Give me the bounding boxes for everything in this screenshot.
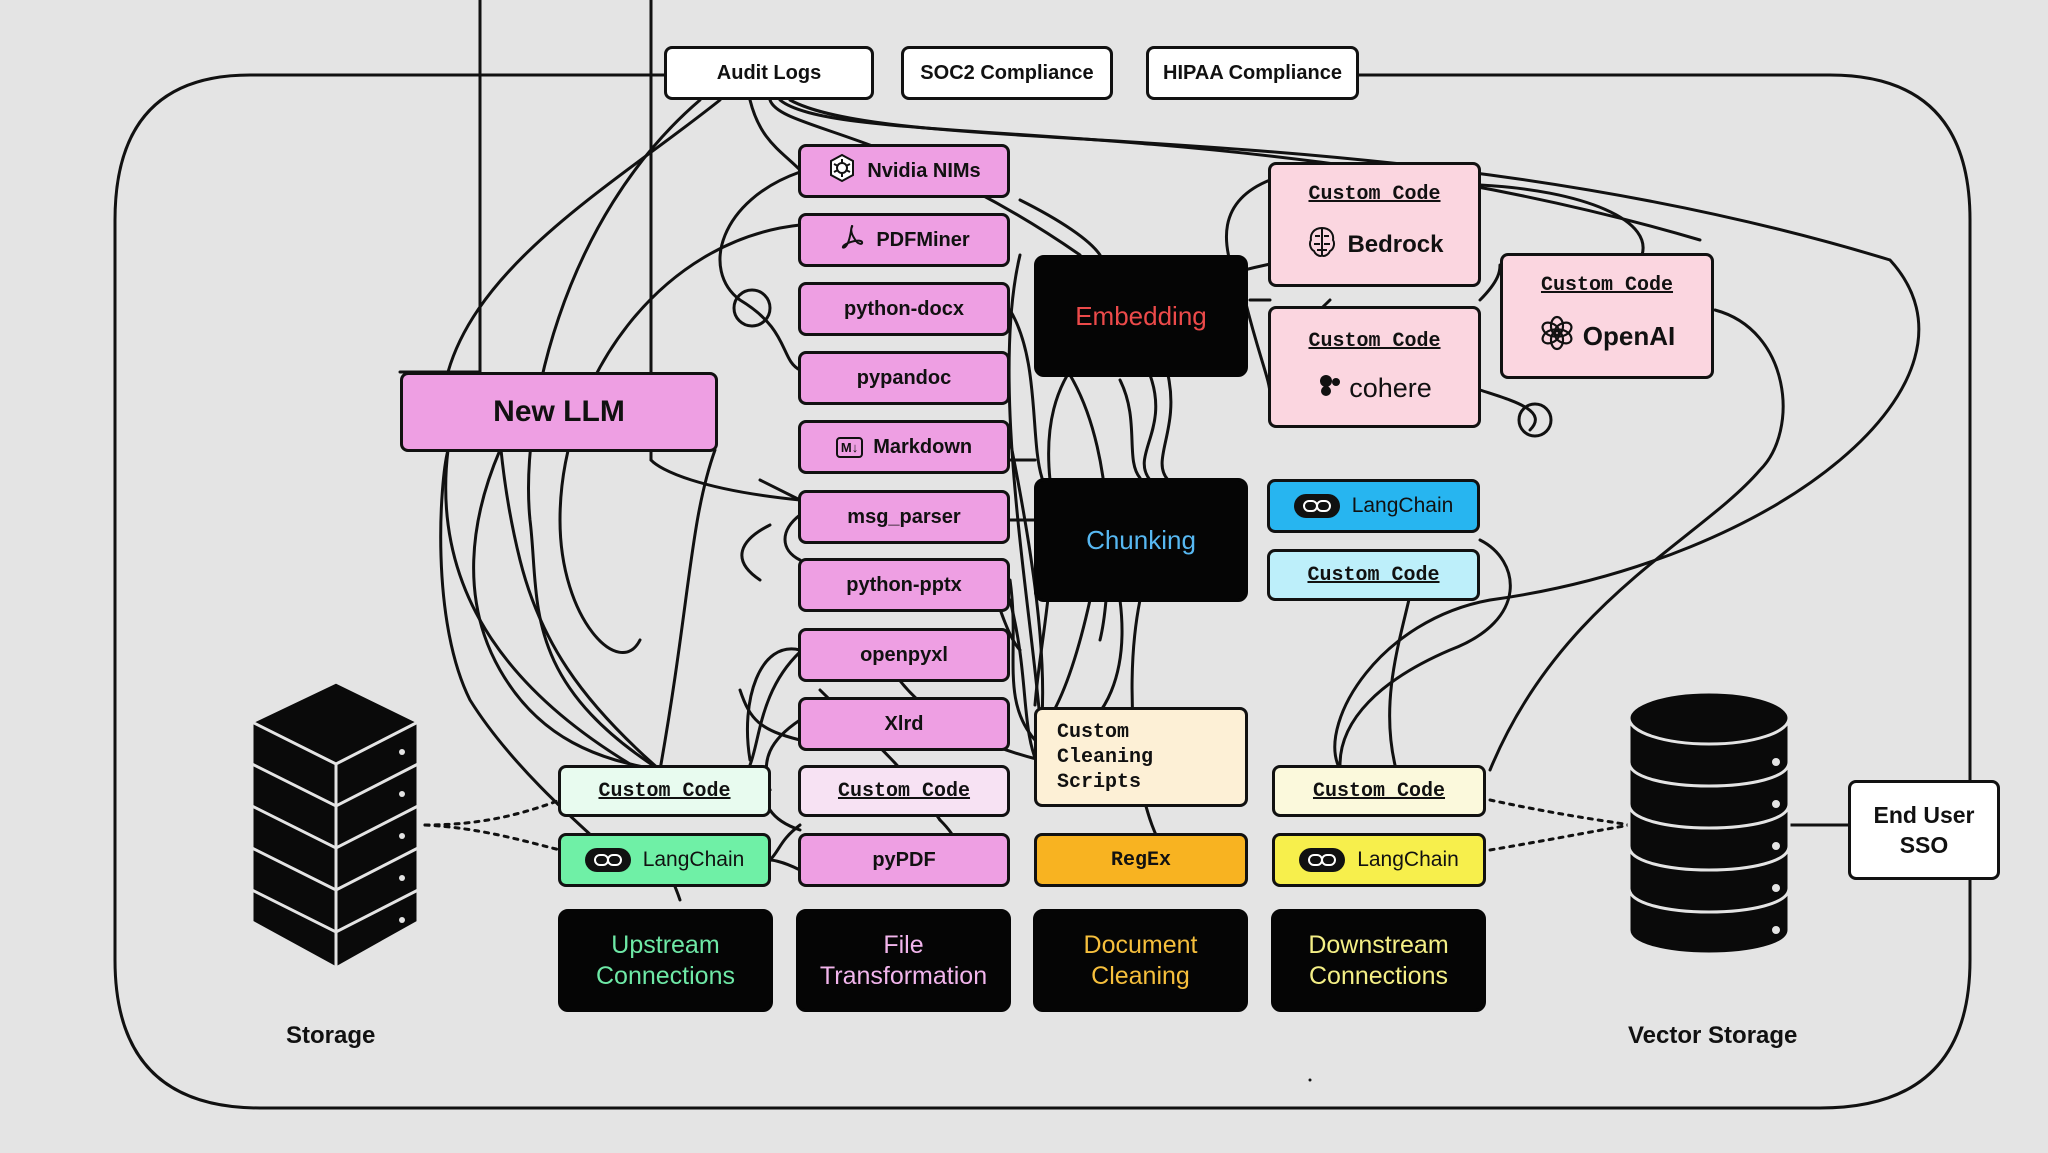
database-icon xyxy=(1627,690,1791,956)
msg-parser-box: msg_parser xyxy=(798,490,1010,544)
langchain-icon xyxy=(584,848,631,872)
markdown-box: M↓ Markdown xyxy=(798,420,1010,474)
bedrock-custom-code: Custom Code xyxy=(1308,183,1441,207)
downstream-langchain-label: LangChain xyxy=(1357,848,1459,871)
category-downstream-connections: Downstream Connections xyxy=(1271,909,1486,1012)
bedrock-label: Bedrock xyxy=(1347,231,1444,259)
python-docx-box: python-docx xyxy=(798,282,1010,336)
chunking-custom-code-box: Custom Code xyxy=(1267,549,1480,601)
langchain-icon xyxy=(1293,494,1340,518)
downstream-langchain-box: LangChain xyxy=(1272,833,1486,887)
bedrock-brand: Bedrock xyxy=(1305,225,1444,266)
openai-label: OpenAI xyxy=(1582,321,1676,351)
regex-box: RegEx xyxy=(1034,833,1248,887)
nvidia-icon xyxy=(827,153,857,189)
openai-provider-box: Custom Code OpenAI xyxy=(1500,253,1714,379)
pdfminer-label: PDFMiner xyxy=(876,228,970,251)
downstream-custom-code-box: Custom Code xyxy=(1272,765,1486,817)
cohere-brand: cohere xyxy=(1317,373,1432,404)
pdfminer-box: PDFMiner xyxy=(798,213,1010,267)
nvidia-nims-label: Nvidia NIMs xyxy=(867,159,981,182)
cohere-provider-box: Custom Code cohere xyxy=(1268,306,1481,428)
upstream-custom-code-box: Custom Code xyxy=(558,765,771,817)
markdown-icon: M↓ xyxy=(835,436,864,458)
category-upstream-connections: Upstream Connections xyxy=(558,909,773,1012)
python-pptx-box: python-pptx xyxy=(798,558,1010,612)
chunking-langchain-label: LangChain xyxy=(1351,494,1454,517)
cohere-icon xyxy=(1317,373,1341,404)
soc2-compliance-box: SOC2 Compliance xyxy=(901,46,1113,100)
langchain-icon xyxy=(1299,848,1346,872)
category-document-cleaning: Document Cleaning xyxy=(1033,909,1248,1012)
new-llm-box: New LLM xyxy=(400,372,718,452)
audit-logs-box: Audit Logs xyxy=(664,46,874,100)
server-storage-icon xyxy=(250,680,420,970)
openpyxl-box: openpyxl xyxy=(798,628,1010,682)
openai-icon xyxy=(1539,315,1575,358)
vector-storage-label: Vector Storage xyxy=(1628,1022,1798,1049)
upstream-langchain-box: LangChain xyxy=(558,833,771,887)
openai-brand: OpenAI xyxy=(1539,315,1675,358)
nvidia-nims-box: Nvidia NIMs xyxy=(798,144,1010,198)
pypandoc-box: pypandoc xyxy=(798,351,1010,405)
markdown-label: Markdown xyxy=(873,435,973,458)
cohere-custom-code: Custom Code xyxy=(1308,329,1441,353)
openai-custom-code: Custom Code xyxy=(1540,274,1674,297)
upstream-langchain-label: LangChain xyxy=(642,848,745,871)
category-file-transformation: File Transformation xyxy=(796,909,1011,1012)
bedrock-icon xyxy=(1305,225,1339,266)
custom-cleaning-scripts-box: Custom Cleaning Scripts xyxy=(1034,707,1248,807)
chunking-box: Chunking xyxy=(1034,478,1248,602)
xlrd-box: Xlrd xyxy=(798,697,1010,751)
end-user-sso-box: End User SSO xyxy=(1848,780,2000,880)
bedrock-provider-box: Custom Code Bedrock xyxy=(1268,162,1481,287)
file-custom-code-box: Custom Code xyxy=(798,765,1010,817)
pdf-icon xyxy=(838,223,866,257)
chunking-langchain-box: LangChain xyxy=(1267,479,1480,533)
storage-label: Storage xyxy=(286,1022,376,1049)
cohere-label: cohere xyxy=(1349,373,1432,404)
hipaa-compliance-box: HIPAA Compliance xyxy=(1146,46,1359,100)
embedding-box: Embedding xyxy=(1034,255,1248,377)
pypdf-box: pyPDF xyxy=(798,833,1010,887)
